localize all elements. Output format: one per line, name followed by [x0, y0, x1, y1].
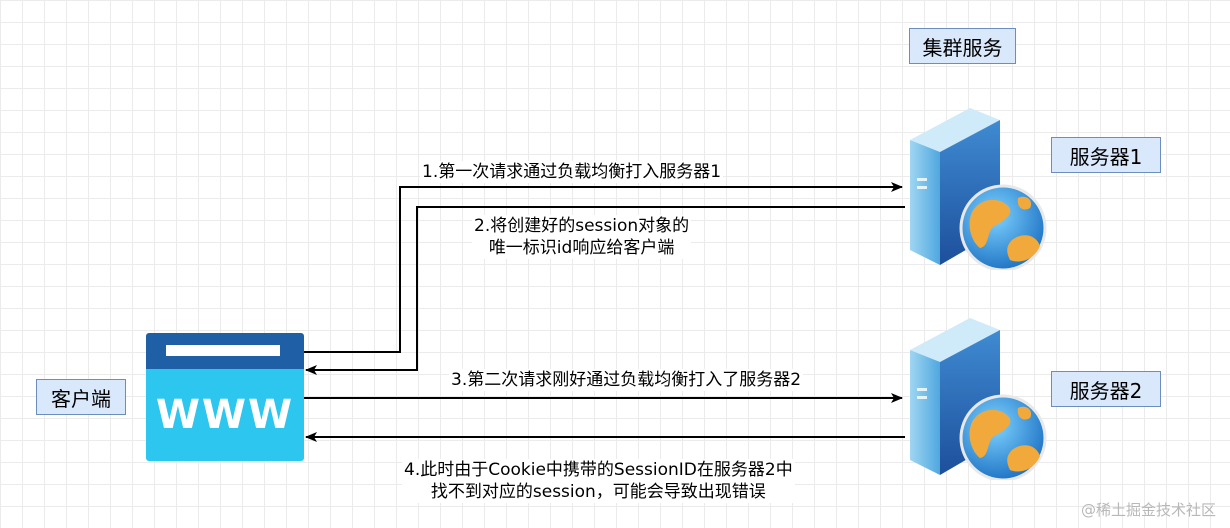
- client-label: 客户端: [36, 379, 126, 415]
- step2-text-line2: 唯一标识id响应给客户端: [488, 238, 675, 258]
- server1-label: 服务器1: [1051, 137, 1161, 173]
- watermark: @稀土掘金技术社区: [1080, 501, 1216, 519]
- server2-label: 服务器2: [1051, 371, 1161, 407]
- edge-step1: [304, 182, 903, 353]
- edge-label-step1: 1.第一次请求通过负载均衡打入服务器1: [420, 161, 724, 183]
- browser-title-bar: [146, 333, 304, 369]
- edge-step2: [305, 206, 905, 375]
- cluster-label: 集群服务: [909, 28, 1016, 64]
- step1-text: 1.第一次请求通过负载均衡打入服务器1: [422, 162, 722, 182]
- edge-label-step3: 3.第二次请求刚好通过负载均衡打入了服务器2: [449, 369, 804, 391]
- server2-label-text: 服务器2: [1069, 378, 1143, 403]
- step3-text: 3.第二次请求刚好通过负载均衡打入了服务器2: [451, 370, 802, 390]
- browser-www-icon: WWW: [146, 333, 304, 461]
- edge-label-step2: 2.将创建好的session对象的 唯一标识id响应给客户端: [472, 215, 692, 259]
- server1-label-text: 服务器1: [1069, 144, 1143, 169]
- server2-icon: [910, 318, 1047, 480]
- browser-address-bar: [166, 345, 280, 356]
- step4-text-line2: 找不到对应的session，可能会导致出现错误: [430, 482, 766, 502]
- browser-www-text: WWW: [146, 369, 304, 461]
- server1-icon: [910, 108, 1047, 270]
- step4-text-line1: 4.此时由于Cookie中携带的SessionID在服务器2中: [404, 460, 793, 480]
- step2-text-line1: 2.将创建好的session对象的: [474, 216, 690, 236]
- client-label-text: 客户端: [51, 386, 111, 411]
- edge-label-step4: 4.此时由于Cookie中携带的SessionID在服务器2中 找不到对应的se…: [402, 459, 795, 503]
- cluster-label-text: 集群服务: [922, 35, 1003, 60]
